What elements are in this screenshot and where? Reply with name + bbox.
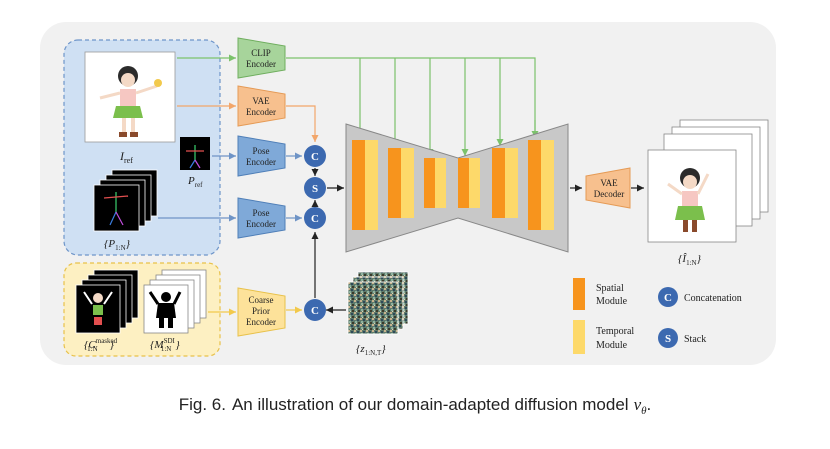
svg-text:Module: Module: [596, 340, 628, 351]
svg-text:Encoder: Encoder: [246, 107, 276, 117]
svg-text:Stack: Stack: [684, 334, 706, 345]
temporal-module-1: [365, 140, 378, 230]
temporal-module-6: [541, 140, 554, 230]
pose-encoder-seq: Pose Encoder: [237, 197, 286, 239]
clip-conditioning-lines: [286, 57, 539, 156]
p-ref-label: Pref: [187, 175, 203, 189]
svg-text:S: S: [312, 183, 318, 195]
concat-op-top: C: [304, 145, 326, 167]
pose-encoder-ref: Pose Encoder: [237, 135, 286, 177]
spatial-module-5: [492, 148, 505, 218]
figure-caption: Fig. 6.An illustration of our domain-ada…: [179, 395, 652, 417]
svg-text:Encoder: Encoder: [246, 317, 276, 327]
p-seq-label: {P1:N}: [104, 238, 131, 252]
svg-text:VAE: VAE: [252, 96, 270, 106]
concat-op-bottom: C: [304, 299, 326, 321]
legend-temporal-swatch: [573, 320, 585, 354]
clip-encoder: CLIP Encoder: [237, 37, 286, 79]
svg-text:Pose: Pose: [252, 146, 269, 156]
spatial-module-1: [352, 140, 365, 230]
temporal-module-2: [401, 148, 414, 218]
svg-text:Encoder: Encoder: [246, 157, 276, 167]
temporal-module-4: [469, 158, 480, 208]
legend: Spatial Module Temporal Module C Concate…: [573, 278, 742, 354]
svg-text:Prior: Prior: [252, 306, 270, 316]
concat-op-mid: C: [304, 207, 326, 229]
svg-text:Temporal: Temporal: [596, 326, 634, 337]
i-ref-label: Iref: [119, 149, 133, 165]
masked-character-stack: [75, 269, 139, 334]
pose-sequence-stack: [93, 169, 158, 232]
spatial-module-2: [388, 148, 401, 218]
temporal-module-5: [505, 148, 518, 218]
svg-text:C: C: [664, 292, 672, 304]
spatial-module-3: [424, 158, 435, 208]
stack-op: S: [304, 177, 326, 199]
svg-text:S: S: [665, 333, 671, 345]
svg-text:Decoder: Decoder: [594, 189, 624, 199]
svg-text:Concatenation: Concatenation: [684, 293, 742, 304]
reference-image: [84, 51, 176, 143]
noise-latent-stack: [347, 271, 409, 335]
legend-concat-circle: [658, 287, 678, 307]
svg-text:C: C: [311, 213, 319, 225]
legend-stack-circle: [658, 328, 678, 348]
vae-decoder: VAE Decoder: [585, 167, 631, 209]
svg-text:C: C: [311, 305, 319, 317]
svg-text:Encoder: Encoder: [246, 219, 276, 229]
output-frames-stack: [647, 119, 769, 243]
svg-text:C: C: [311, 151, 319, 163]
temporal-module-3: [435, 158, 446, 208]
coarse-prior-encoder: Coarse Prior Encoder: [237, 287, 286, 337]
svg-text:Module: Module: [596, 296, 628, 307]
spatial-module-4: [458, 158, 469, 208]
arrow-vae-to-concat: [286, 105, 319, 142]
svg-text:Coarse: Coarse: [249, 295, 274, 305]
z-label: {z1:N,T}: [356, 343, 386, 357]
svg-text:Encoder: Encoder: [246, 59, 276, 69]
svg-text:CLIP: CLIP: [251, 48, 271, 58]
vae-encoder: VAE Encoder: [237, 85, 286, 127]
svg-text:Pose: Pose: [252, 208, 269, 218]
output-label: {Î1:N}: [678, 253, 702, 267]
unet-modules: [352, 140, 554, 230]
spatial-module-6: [528, 140, 541, 230]
svg-text:Spatial: Spatial: [596, 283, 624, 294]
sdi-mask-stack: [143, 269, 207, 334]
pose-reference-image: [180, 137, 210, 170]
svg-text:VAE: VAE: [600, 178, 618, 188]
legend-spatial-swatch: [573, 278, 585, 310]
